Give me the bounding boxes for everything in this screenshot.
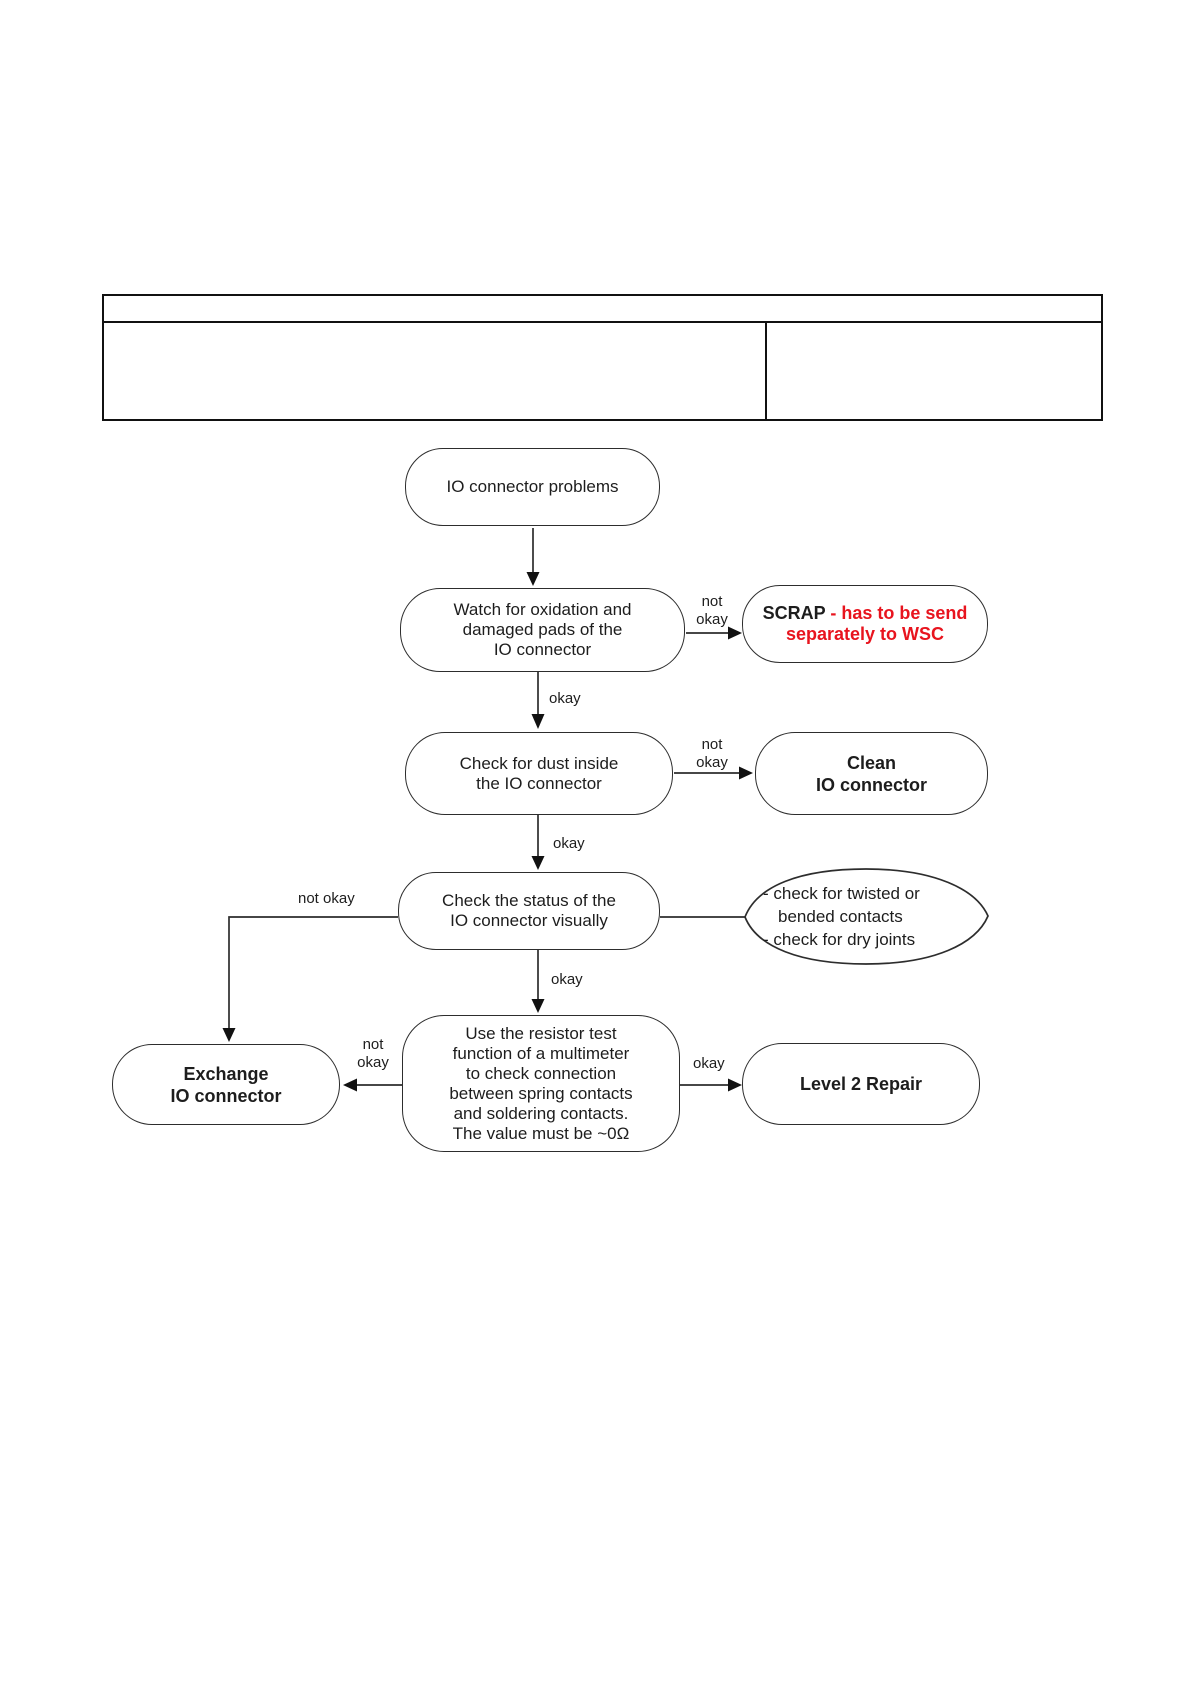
node-start: IO connector problems bbox=[405, 448, 660, 526]
arrowhead-down-icon bbox=[222, 1028, 236, 1042]
node-status-line: IO connector visually bbox=[450, 911, 608, 930]
arrowhead-down-icon bbox=[531, 999, 545, 1013]
node-note: - check for twisted or bended contacts -… bbox=[763, 882, 978, 951]
label-multimeter-exchange: not okay bbox=[347, 1036, 399, 1072]
node-level2-label: Level 2 Repair bbox=[799, 1074, 923, 1094]
note-line: - check for dry joints bbox=[763, 930, 916, 949]
scrap-line1-rest: - has to be send bbox=[825, 603, 968, 623]
header-table bbox=[102, 294, 1103, 421]
node-multimeter-line: and soldering contacts. bbox=[453, 1103, 629, 1123]
label-dust-clean: not okay bbox=[686, 736, 738, 772]
table-header-row bbox=[104, 296, 1101, 323]
label-line: not bbox=[701, 593, 723, 610]
node-clean-line: IO connector bbox=[815, 774, 927, 795]
note-line: bended contacts bbox=[778, 907, 903, 926]
arrowhead-left-icon bbox=[343, 1078, 357, 1092]
node-status: Check the status of the IO connector vis… bbox=[398, 872, 660, 950]
label-line: okay bbox=[357, 1054, 389, 1071]
label-oxidation-dust: okay bbox=[549, 690, 581, 707]
note-shape bbox=[744, 868, 989, 965]
node-multimeter-line: The value must be ~0Ω bbox=[452, 1123, 630, 1143]
node-multimeter: Use the resistor test function of a mult… bbox=[402, 1015, 680, 1152]
arrowhead-down-icon bbox=[526, 572, 540, 586]
node-clean-line: Clean bbox=[846, 752, 897, 773]
node-status-line: Check the status of the bbox=[442, 891, 616, 910]
arrowhead-right-icon bbox=[728, 1078, 742, 1092]
node-multimeter-line: between spring contacts bbox=[449, 1083, 633, 1103]
label-status-multimeter: okay bbox=[551, 971, 583, 988]
node-start-label: IO connector problems bbox=[446, 477, 619, 496]
node-scrap: SCRAP - has to be send separately to WSC bbox=[742, 585, 988, 663]
scrap-word: SCRAP bbox=[762, 603, 826, 623]
label-line: not bbox=[362, 1036, 384, 1053]
arrowhead-right-icon bbox=[728, 626, 742, 640]
label-line: okay bbox=[696, 611, 728, 628]
note-line: - check for twisted or bbox=[763, 884, 920, 903]
node-dust-line: Check for dust inside bbox=[459, 753, 619, 773]
node-oxidation-line: damaged pads of the bbox=[462, 620, 623, 639]
arrowhead-down-icon bbox=[531, 856, 545, 870]
arrowhead-down-icon bbox=[531, 714, 545, 729]
node-clean: Clean IO connector bbox=[755, 732, 988, 815]
label-multimeter-level2: okay bbox=[693, 1055, 725, 1072]
node-exchange-line: IO connector bbox=[170, 1085, 282, 1106]
label-status-exchange: not okay bbox=[298, 890, 355, 907]
table-left-cell bbox=[104, 323, 767, 419]
label-line: not bbox=[701, 736, 723, 753]
node-dust: Check for dust inside the IO connector bbox=[405, 732, 673, 815]
node-multimeter-line: to check connection bbox=[465, 1063, 617, 1083]
arrowhead-right-icon bbox=[739, 766, 753, 780]
node-dust-line: the IO connector bbox=[476, 773, 602, 793]
label-line: okay bbox=[696, 754, 728, 771]
node-multimeter-line: function of a multimeter bbox=[452, 1043, 630, 1063]
node-exchange: Exchange IO connector bbox=[112, 1044, 340, 1125]
node-oxidation: Watch for oxidation and damaged pads of … bbox=[400, 588, 685, 672]
node-scrap-line2: separately to WSC bbox=[785, 624, 945, 644]
node-level2: Level 2 Repair bbox=[742, 1043, 980, 1125]
node-oxidation-line: IO connector bbox=[493, 640, 592, 659]
label-oxidation-scrap: not okay bbox=[686, 593, 738, 629]
node-scrap-line1: SCRAP - has to be send bbox=[763, 603, 968, 624]
node-oxidation-line: Watch for oxidation and bbox=[453, 600, 632, 619]
node-multimeter-line: Use the resistor test bbox=[465, 1023, 617, 1043]
edge-status-exchange bbox=[228, 916, 398, 1028]
label-dust-status: okay bbox=[553, 835, 585, 852]
node-exchange-line: Exchange bbox=[183, 1063, 269, 1084]
